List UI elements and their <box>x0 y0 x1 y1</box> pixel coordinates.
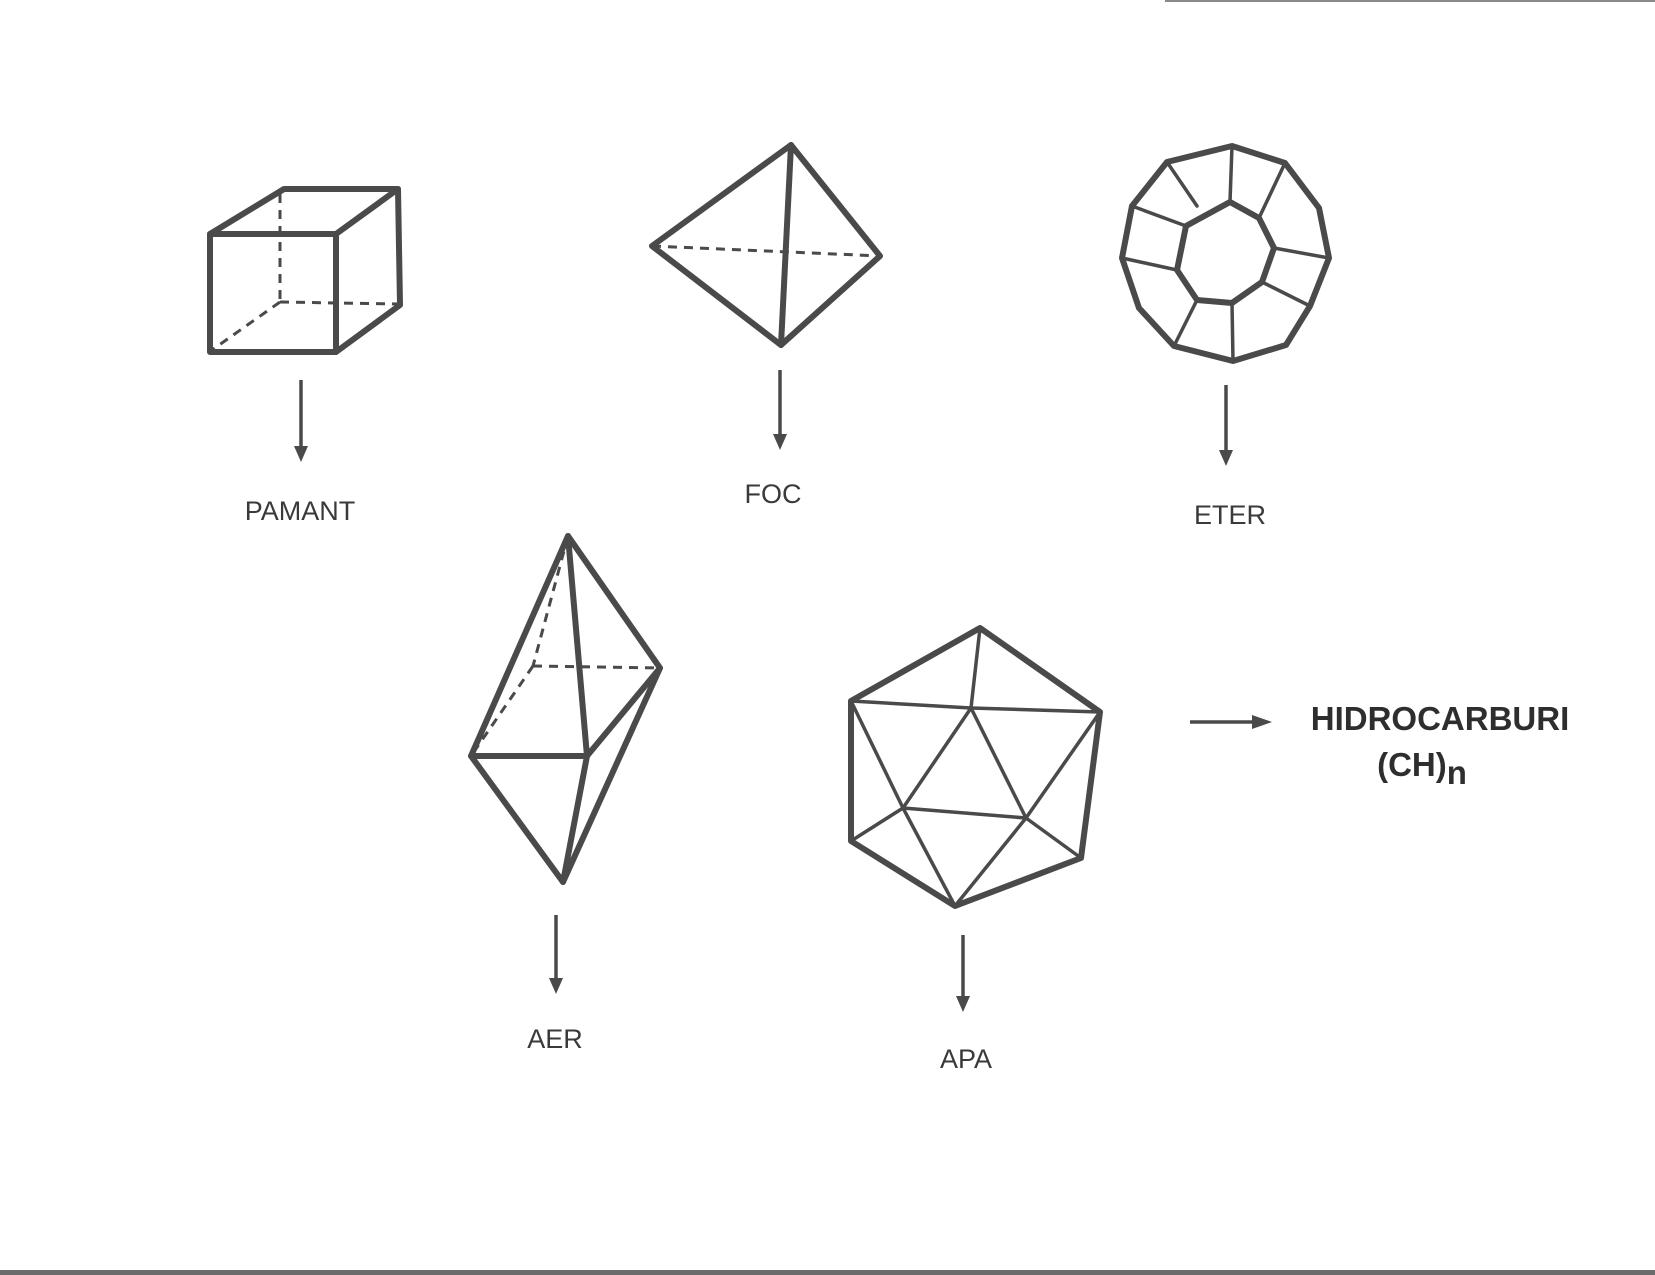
icosahedron-shape <box>848 625 1103 909</box>
dodecahedron-shape <box>1119 143 1332 364</box>
water-label: APA <box>940 1044 992 1074</box>
air-label: AER <box>527 1024 583 1054</box>
air-arrow <box>549 915 563 994</box>
ether-arrow <box>1219 385 1233 466</box>
earth-label: PAMANT <box>245 496 356 526</box>
hydrocarbon-arrow <box>1190 715 1272 729</box>
formula-subscript: n <box>1447 754 1467 791</box>
top-edge-line <box>1165 0 1655 2</box>
fire-arrow <box>773 370 787 450</box>
octahedron-shape <box>649 142 883 348</box>
bottom-edge-line <box>0 1270 1655 1275</box>
formula-base: (CH) <box>1377 746 1447 783</box>
bipyramid-shape <box>468 533 663 885</box>
water-arrow <box>956 935 970 1012</box>
earth-arrow <box>294 380 308 462</box>
cube-shape <box>207 186 403 355</box>
hydrocarbon-title: HIDROCARBURI <box>1311 700 1570 737</box>
hydrocarbon-formula: (CH)n <box>1377 746 1467 791</box>
fire-label: FOC <box>745 479 802 509</box>
ether-label: ETER <box>1194 500 1266 530</box>
